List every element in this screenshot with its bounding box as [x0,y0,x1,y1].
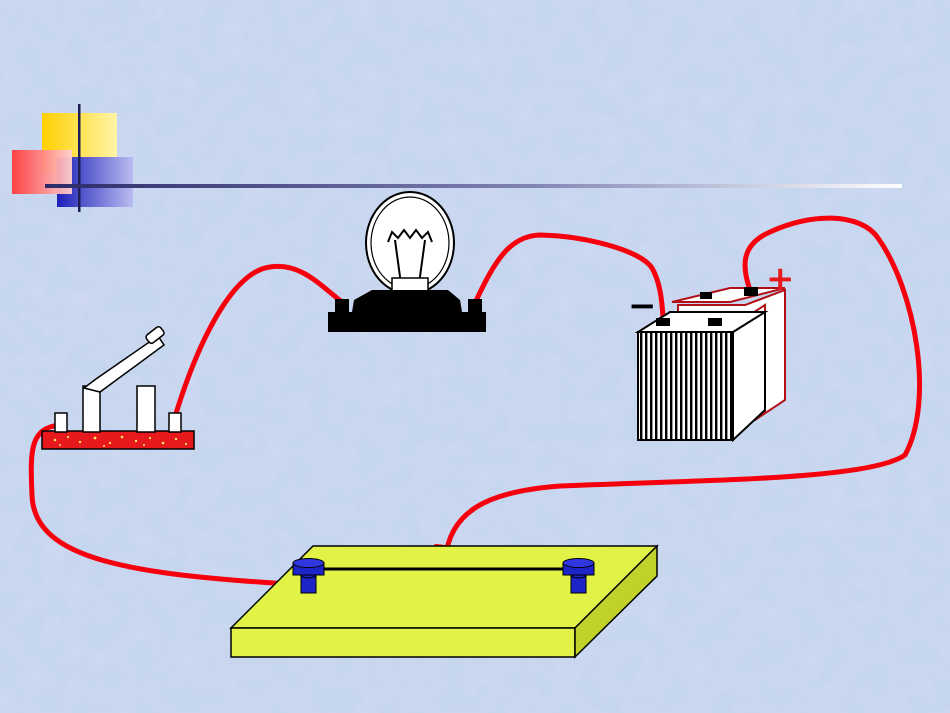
decoration-vertical-line [78,104,81,212]
battery-cell-terminal-2 [700,292,712,299]
switch-clip-post [136,385,156,433]
resistance-wire-board [229,544,659,659]
bulb-right-terminal [468,299,482,314]
battery-pack-icon [634,287,786,443]
switch-base-speckles [53,435,188,447]
bulb-neck [391,277,429,293]
wire-switch-to-lamp [171,263,345,423]
switch-base [41,430,195,450]
battery-negative-terminal [656,318,670,326]
right-binding-post [562,558,595,594]
wire-lamp-to-battery-negative [472,232,666,321]
light-bulb-icon [328,191,486,332]
battery-cell-terminal-1 [708,318,722,326]
bulb-left-terminal [335,299,349,314]
decoration-horizontal-line [45,184,902,188]
squares-decoration [12,104,902,212]
switch-left-post [54,412,68,433]
wire-board-to-switch [28,422,309,588]
board-side [574,544,658,659]
switch-right-post [168,412,182,433]
knife-switch-icon[interactable] [41,325,195,450]
battery-front-face [637,331,734,441]
switch-handle[interactable] [145,325,165,345]
battery-positive-terminal [744,287,758,296]
wires [28,215,922,588]
wire-battery-positive-to-board [434,215,922,570]
left-binding-post [292,558,325,594]
bulb-filament [387,228,433,285]
switch-blade[interactable] [82,334,166,393]
bulb-base [328,290,486,332]
board-front [230,627,576,658]
switch-hinge-post [82,385,101,433]
